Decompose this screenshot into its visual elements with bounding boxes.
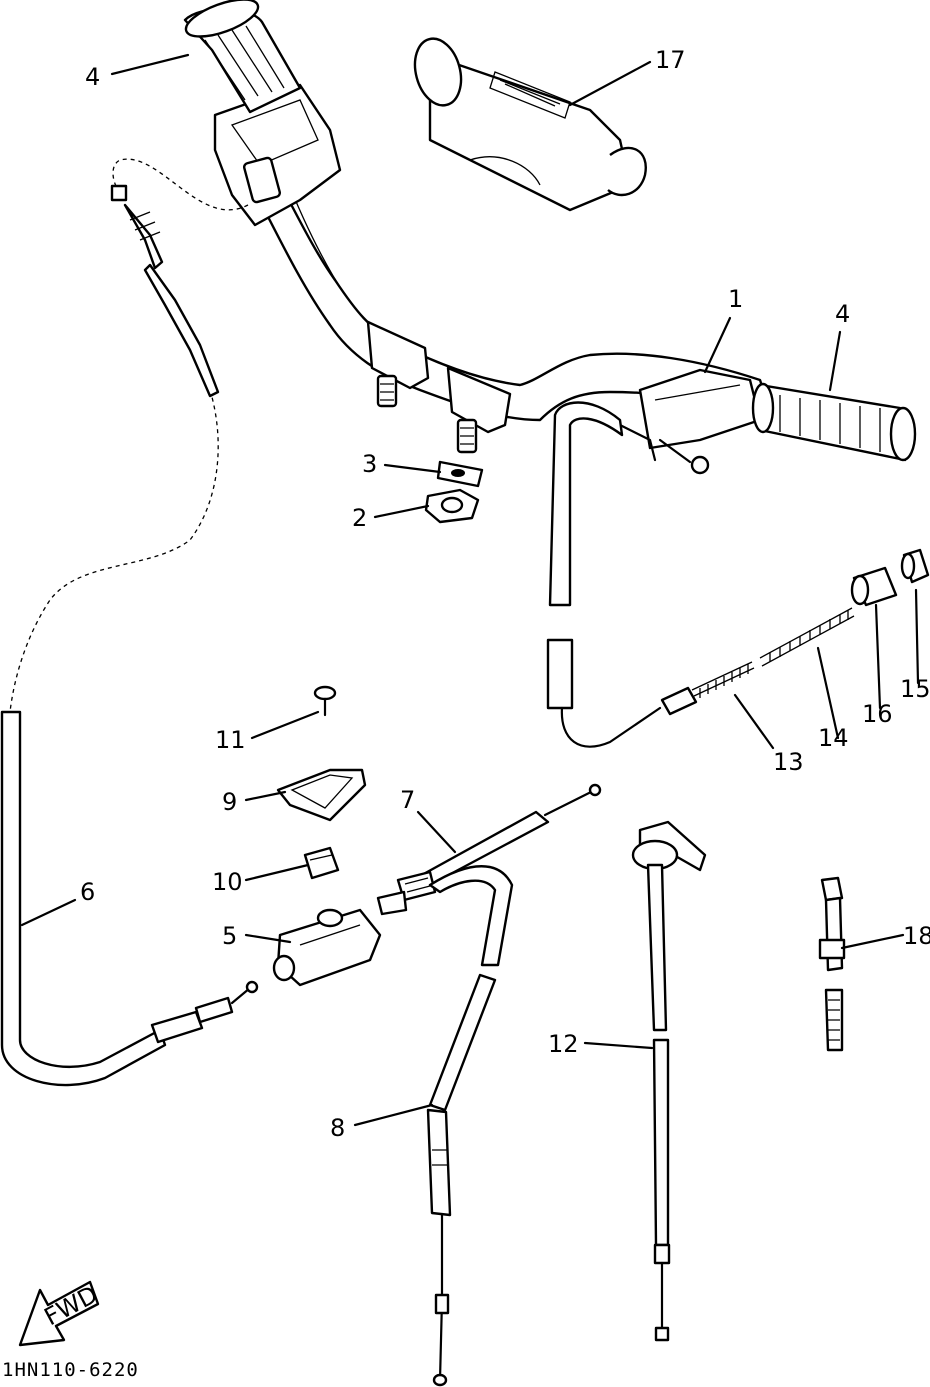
grip-17 — [413, 37, 647, 212]
label-part-11: 11 — [215, 726, 246, 754]
label-part-9: 9 — [222, 788, 237, 816]
right-grip — [751, 382, 917, 462]
label-part-6: 6 — [80, 878, 95, 906]
label-part-13: 13 — [773, 748, 804, 776]
speedometer-cable — [631, 820, 707, 1342]
leader-lines — [20, 53, 920, 1127]
throttle-housing — [272, 908, 382, 987]
clip-10 — [303, 846, 340, 880]
part-labels: 4 17 1 4 3 2 11 9 7 10 6 5 8 12 13 14 16… — [2, 46, 930, 1381]
right-lever-assembly — [608, 368, 762, 475]
cap-15 — [900, 548, 930, 584]
cable-8 — [426, 865, 514, 1387]
label-part-17: 17 — [655, 46, 686, 74]
label-part-15: 15 — [900, 675, 930, 703]
cable-7 — [376, 783, 602, 916]
label-part-14: 14 — [818, 724, 849, 752]
washer — [436, 460, 484, 488]
label-part-2: 2 — [352, 504, 367, 532]
left-grip — [183, 0, 302, 114]
label-part-1: 1 — [728, 285, 743, 313]
label-part-7: 7 — [400, 786, 415, 814]
label-part-4-right: 4 — [835, 300, 850, 328]
label-part-8: 8 — [330, 1114, 345, 1142]
mounting-clamps — [366, 320, 512, 454]
nut — [424, 488, 480, 524]
fwd-arrow-icon: FWD — [18, 1280, 103, 1347]
brake-cable — [546, 401, 855, 748]
label-part-16: 16 — [862, 700, 893, 728]
label-part-5: 5 — [222, 922, 237, 950]
diagram-code: 1HN110-6220 — [2, 1359, 139, 1381]
adjuster-16 — [850, 566, 898, 607]
label-part-3: 3 — [362, 450, 377, 478]
throttle-cable-6 — [0, 158, 259, 1087]
cover-9 — [276, 768, 367, 822]
screw-11 — [313, 685, 337, 717]
label-part-18: 18 — [903, 922, 930, 950]
label-part-10: 10 — [212, 868, 243, 896]
fwd-label: FWD — [40, 1280, 103, 1331]
cable-strap — [818, 876, 846, 1052]
label-part-12: 12 — [548, 1030, 579, 1058]
left-switch-housing — [213, 83, 342, 227]
label-part-4-left: 4 — [85, 63, 100, 91]
